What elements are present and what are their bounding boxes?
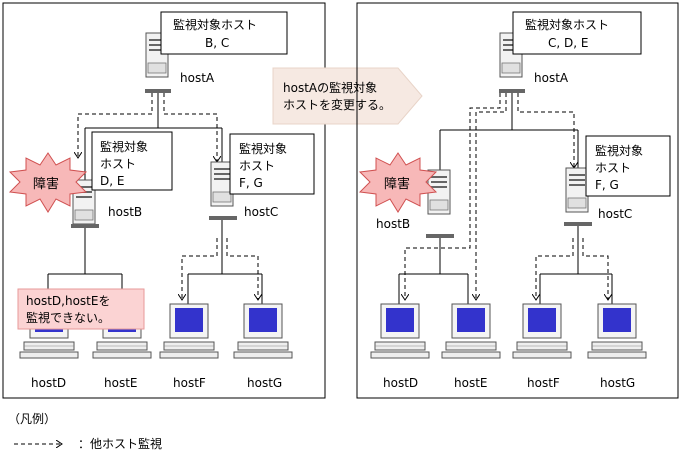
hostC-label: hostC: [244, 205, 278, 219]
legend-title: （凡例）: [8, 412, 56, 426]
hostF-right-label: hostF: [527, 376, 560, 390]
transition-arrow-shape: [272, 67, 423, 125]
hostC-right-nic: [564, 222, 592, 226]
hostC-right-server-icon: [565, 167, 589, 213]
hostG-right-label: hostG: [600, 376, 635, 390]
hostC-right-label: hostC: [598, 207, 632, 221]
hostC-right-target-hosts: F, G: [595, 178, 619, 192]
hostA-right-target-title: 監視対象ホスト: [525, 17, 609, 32]
hostC-nic: [209, 216, 237, 220]
hostF-right-pc-icon: [512, 303, 572, 359]
legend: （凡例） ：他ホスト監視: [8, 412, 162, 451]
hostB-right-label: hostB: [376, 217, 410, 231]
hostB-target-hosts: D, E: [100, 174, 124, 188]
hostA-right-target-box: [512, 11, 642, 55]
hostC-right-target-box: [585, 135, 671, 197]
hostC-target-sub: ホスト: [239, 159, 275, 173]
fault-right-label: 障害: [384, 176, 410, 192]
monitor-arrow-C-F-right: [536, 238, 574, 300]
hostB-target-title: 監視対象: [100, 139, 148, 154]
monitor-arrow-A-C-right: [517, 93, 574, 168]
legend-arrow-label: ：他ホスト監視: [78, 436, 162, 451]
monitor-arrow-C-G-right: [582, 238, 608, 300]
error-note: [17, 288, 145, 330]
hostB-label: hostB: [108, 205, 142, 219]
hostG-right-pc-icon: [587, 303, 647, 359]
hostE-right-label: hostE: [454, 376, 488, 390]
monitor-arrow-C-G: [226, 238, 258, 300]
transition-arrow: hostAの監視対象 ホストを変更する。: [272, 67, 423, 125]
hostG-label: hostG: [247, 376, 282, 390]
hostG-pc-icon: [233, 303, 293, 359]
hostA-right-target-hosts: C, D, E: [548, 36, 588, 50]
error-note-line1: hostD,hostEを: [26, 294, 110, 308]
hostA-label: hostA: [180, 71, 215, 85]
hostA-target-hosts: B, C: [205, 36, 229, 50]
monitor-arrow-A-D: [405, 93, 501, 300]
hostA-nic: [145, 89, 171, 93]
hostD-right-label: hostD: [383, 376, 418, 390]
hostA-target-box: [160, 11, 288, 55]
left-panel-frame: [2, 2, 326, 399]
hostD-label: hostD: [31, 376, 66, 390]
transition-note-line1: hostAの監視対象: [283, 80, 377, 95]
hostB-target-box: [91, 131, 173, 191]
monitor-arrow-A-E: [476, 93, 507, 300]
hostA-target-title: 監視対象ホスト: [173, 17, 257, 32]
hostF-label: hostF: [173, 376, 206, 390]
hostD-right-pc-icon: [370, 303, 430, 359]
monitor-arrow-A-C: [163, 93, 217, 162]
hostB-target-sub: ホスト: [100, 157, 136, 171]
left-panel: hostA 監視対象ホスト B, C hostB 監視対象 ホスト D, E 障…: [2, 2, 326, 399]
fault-label: 障害: [33, 176, 59, 192]
monitor-arrow-A-B: [78, 93, 153, 158]
hostC-target-hosts: F, G: [239, 176, 263, 190]
monitor-arrow-C-F: [182, 238, 218, 300]
fault-starburst-icon: [8, 152, 88, 213]
hostC-right-target-sub: ホスト: [595, 161, 631, 175]
right-panel-frame: [356, 2, 679, 399]
hostF-pc-icon: [159, 303, 219, 359]
hostA-right-label: hostA: [534, 71, 569, 85]
fault-right-starburst-icon: [358, 152, 438, 213]
transition-note-line2: ホストを変更する。: [283, 97, 391, 112]
hostB-nic: [71, 224, 99, 228]
hostC-right-target-title: 監視対象: [595, 143, 643, 158]
hostA-right-nic: [499, 89, 525, 93]
right-panel: hostA 監視対象ホスト C, D, E hostB 障害 hostC 監視対…: [356, 2, 679, 399]
hostC-target-title: 監視対象: [239, 141, 287, 156]
hostC-target-box: [229, 133, 315, 195]
hostB-right-nic: [426, 234, 454, 238]
hostE-right-pc-icon: [441, 303, 501, 359]
hostE-label: hostE: [104, 376, 138, 390]
error-note-line2: 監視できない。: [26, 310, 110, 325]
